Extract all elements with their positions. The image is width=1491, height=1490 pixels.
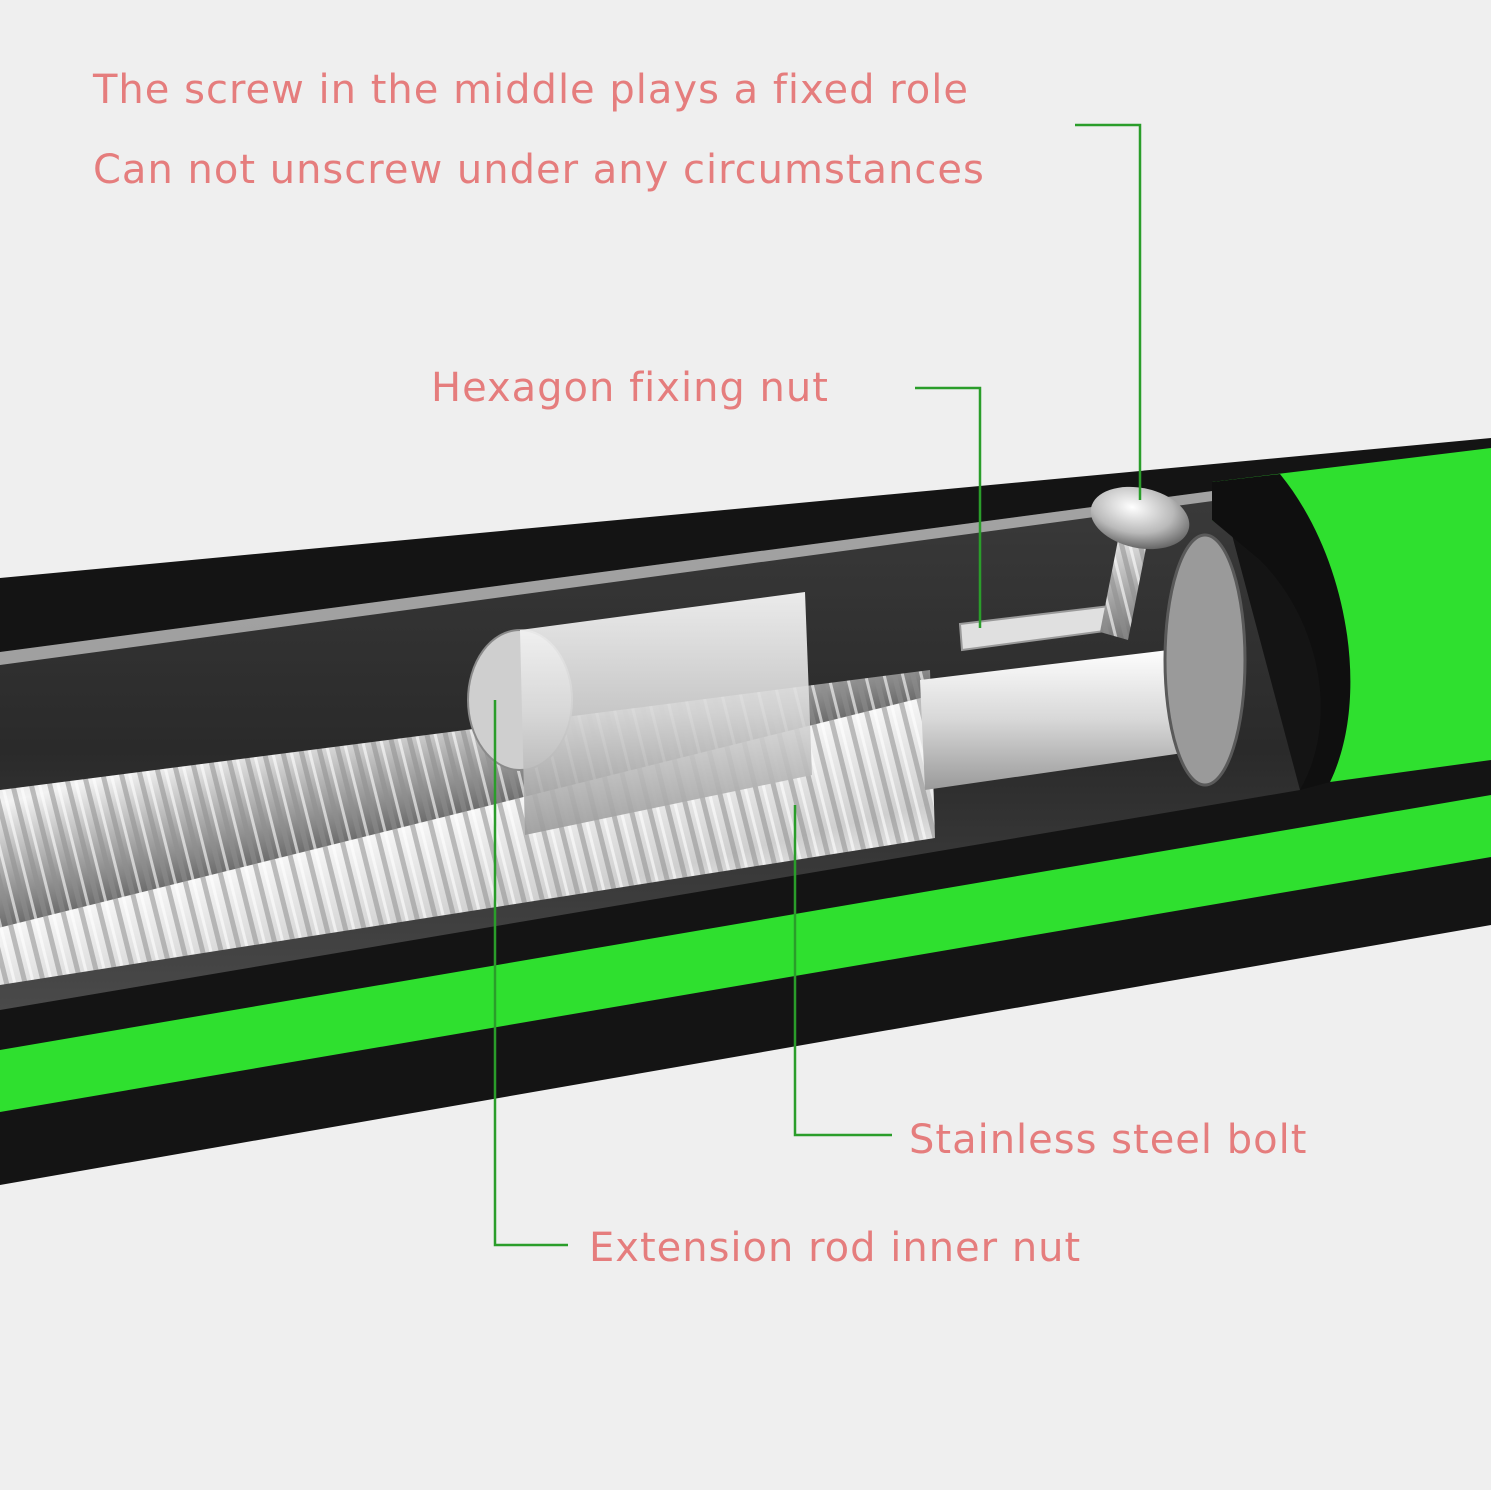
end-washer bbox=[1163, 533, 1247, 787]
note-line-1: The screw in the middle plays a fixed ro… bbox=[93, 67, 969, 113]
label-hexagon-nut: Hexagon fixing nut bbox=[431, 365, 829, 411]
leader-line-extension-nut bbox=[493, 700, 568, 1247]
extension-inner-nut-body bbox=[520, 592, 812, 835]
leader-line-screw bbox=[1075, 123, 1142, 500]
leader-line-bolt bbox=[793, 805, 892, 1137]
label-extension-nut: Extension rod inner nut bbox=[589, 1225, 1082, 1271]
fixing-screw-head bbox=[1090, 486, 1190, 550]
hexagon-nut-body bbox=[920, 648, 1190, 790]
note-line-2: Can not unscrew under any circumstances bbox=[93, 147, 985, 193]
foam-end-cap-black bbox=[1212, 474, 1351, 790]
fixing-screw-shank bbox=[1100, 540, 1146, 640]
foam-stripe-green bbox=[0, 795, 1491, 1112]
leader-line-hexagon-nut bbox=[915, 386, 982, 628]
tube-highlight bbox=[0, 490, 1220, 665]
label-stainless-bolt: Stainless steel bolt bbox=[909, 1117, 1308, 1163]
